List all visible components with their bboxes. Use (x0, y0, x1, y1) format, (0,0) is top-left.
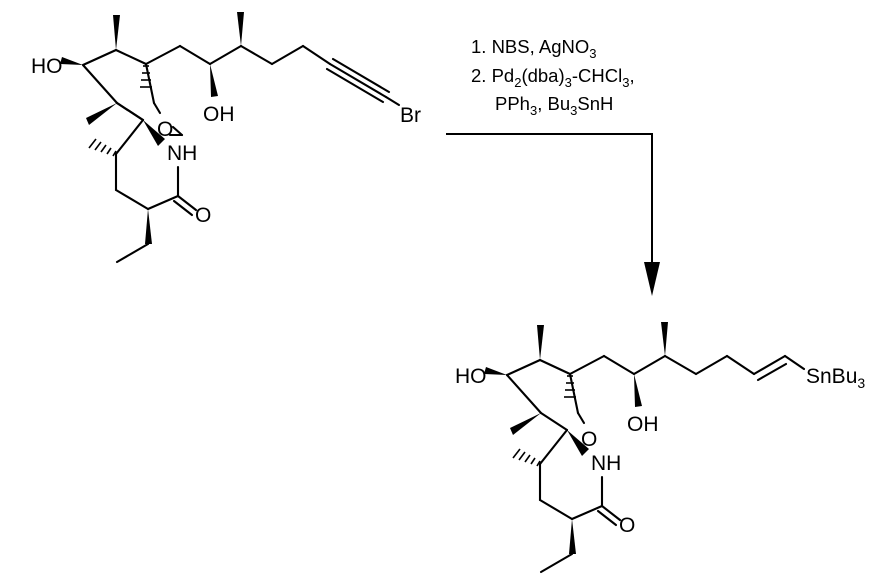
pr-hashed-sidechain (564, 375, 576, 398)
pr-ring-oxygen-label: O (581, 428, 597, 451)
pr-spiro-wedge (567, 430, 589, 456)
sm-ho-label: HO (31, 55, 63, 78)
sm-pyran-ring (81, 48, 184, 137)
sm-oh-label: OH (203, 103, 235, 126)
sm-hashed-sidechain (140, 65, 152, 88)
pr-pyran-ring (505, 358, 586, 432)
reaction-conditions: 1. NBS, AgNO3 2. Pd2(dba)3-CHCl3, PPh3, … (471, 36, 635, 118)
reaction-arrow-head (644, 262, 660, 296)
sm-bromine-label: Br (400, 104, 421, 127)
pr-nh-label: NH (591, 452, 621, 475)
condition-step-2: 2. Pd2(dba)3-CHCl3, (471, 65, 635, 90)
sm-nh-label: NH (167, 142, 197, 165)
pr-methyl-wedge-top (537, 325, 544, 360)
pr-sidechain-methyl-wedge (661, 322, 668, 356)
pr-hashed-methyl-left (512, 448, 541, 467)
pr-ho-label: HO (455, 365, 487, 388)
pr-ho-wedge (484, 367, 507, 375)
sm-ring-oxygen-label: O (157, 118, 173, 141)
pr-methyl-wedge-lower (510, 413, 541, 435)
condition-step-2-reagents: PPh3, Bu3SnH (495, 93, 613, 118)
sm-sidechain-methyl-wedge (237, 12, 244, 46)
pr-piperidinone-ring (538, 428, 622, 527)
pr-side-chain (568, 354, 806, 382)
sm-methyl-wedge-lower (86, 103, 117, 125)
starting-material-structure: HO O NH O OH Br (31, 12, 421, 264)
pr-carbonyl-oxygen-label: O (619, 514, 635, 537)
pr-oh-label: OH (627, 413, 659, 436)
sm-side-chain (144, 44, 401, 107)
product-structure: HO O NH O OH SnBu3 (455, 322, 865, 574)
sm-methyl-wedge-top (113, 15, 120, 50)
sm-carbonyl-oxygen-label: O (195, 204, 211, 227)
sm-piperidinone-ring (114, 118, 198, 217)
sm-hashed-methyl-left (88, 138, 117, 157)
sm-ho-wedge (60, 57, 83, 65)
condition-step-1: 1. NBS, AgNO3 (471, 36, 596, 61)
pr-tributylstannyl-label: SnBu3 (806, 365, 865, 391)
pr-oh-wedge (634, 374, 642, 407)
sm-ethyl-wedge (145, 209, 152, 244)
pr-ethyl-wedge (569, 519, 576, 554)
sm-spiro-wedge (143, 120, 165, 146)
sm-oh-wedge (210, 64, 218, 97)
reaction-arrow (446, 133, 660, 296)
